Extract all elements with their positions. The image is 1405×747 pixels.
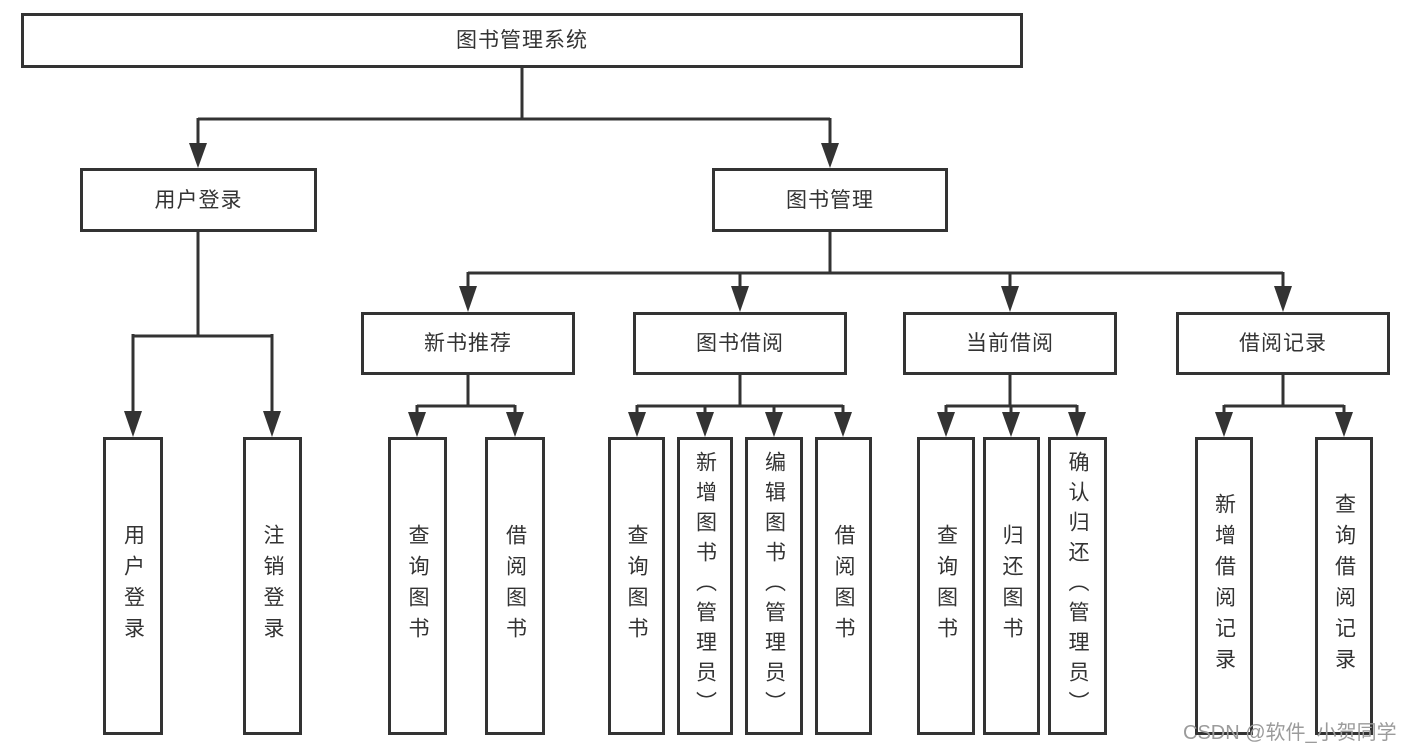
node-current-borrowing: 当前借阅	[903, 312, 1117, 375]
csdn-watermark: CSDN @软件_小贺同学	[1183, 722, 1397, 744]
node-leaf-user-login: 用户登录	[103, 437, 163, 735]
node-leaf-query-books-2: 查询图书	[608, 437, 665, 735]
node-leaf-logout: 注销登录	[243, 437, 302, 735]
node-leaf-confirm-return-admin: 确认归还（管理员）	[1048, 437, 1107, 735]
node-leaf-query-borrow-record: 查询借阅记录	[1315, 437, 1373, 735]
node-leaf-add-books-admin: 新增图书（管理员）	[677, 437, 733, 735]
node-borrowing-records: 借阅记录	[1176, 312, 1390, 375]
node-user-login: 用户登录	[80, 168, 317, 232]
node-leaf-edit-books-admin: 编辑图书（管理员）	[745, 437, 803, 735]
node-leaf-add-borrow-record: 新增借阅记录	[1195, 437, 1253, 735]
node-library-management-system: 图书管理系统	[21, 13, 1023, 68]
arrowheads	[124, 143, 1353, 437]
node-leaf-query-books-3: 查询图书	[917, 437, 975, 735]
node-leaf-query-books-1: 查询图书	[388, 437, 447, 735]
node-book-management: 图书管理	[712, 168, 948, 232]
node-book-borrowing: 图书借阅	[633, 312, 847, 375]
node-new-book-recommendation: 新书推荐	[361, 312, 575, 375]
node-leaf-return-books: 归还图书	[983, 437, 1040, 735]
node-leaf-borrow-books-2: 借阅图书	[815, 437, 872, 735]
node-leaf-borrow-books-1: 借阅图书	[485, 437, 545, 735]
